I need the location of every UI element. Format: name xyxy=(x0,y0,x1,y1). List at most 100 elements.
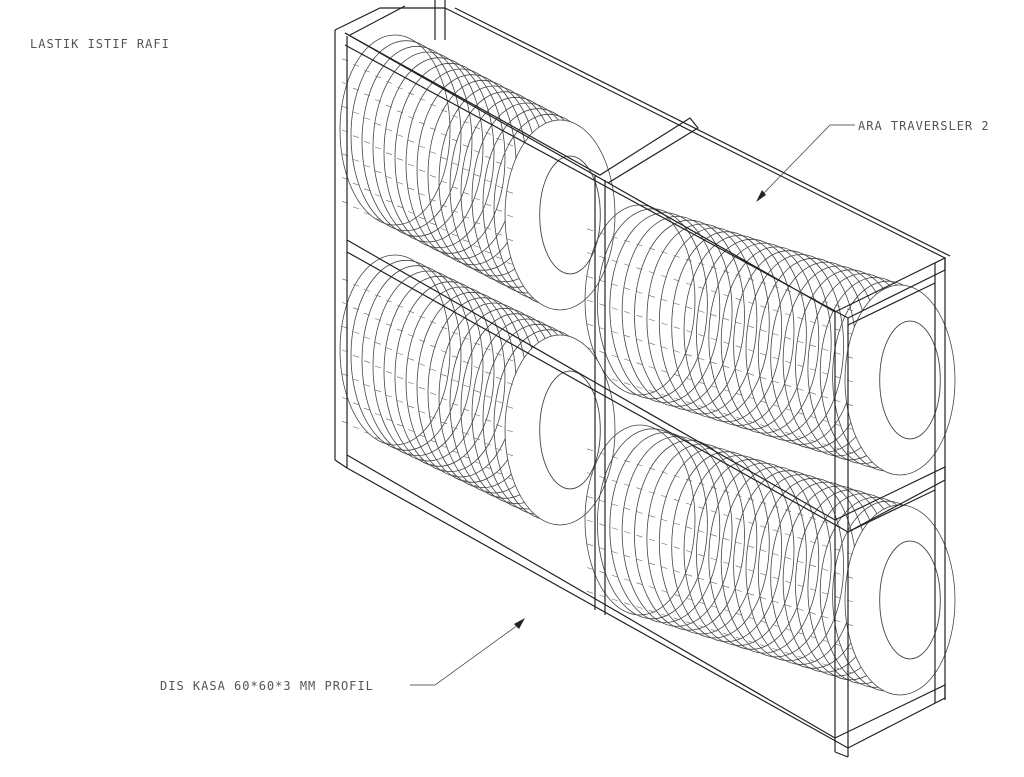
tread-mark xyxy=(648,295,655,298)
tread-mark xyxy=(760,305,767,309)
tread-mark xyxy=(495,209,503,212)
tread-mark xyxy=(822,639,829,643)
tread-mark xyxy=(747,640,755,644)
tread-mark xyxy=(834,304,841,308)
tread-mark xyxy=(735,494,742,497)
tread-mark xyxy=(809,635,816,639)
tread-mark xyxy=(363,384,371,387)
tread-mark xyxy=(698,357,705,361)
tire xyxy=(844,284,956,476)
tread-mark xyxy=(385,299,393,303)
tread-mark xyxy=(809,540,816,544)
tread-mark xyxy=(648,366,655,369)
tread-mark xyxy=(772,380,779,384)
tread-mark xyxy=(484,132,492,135)
lower-left-tires xyxy=(339,254,616,526)
tire xyxy=(683,455,795,646)
tread-mark xyxy=(723,537,730,541)
tread-mark xyxy=(429,222,437,226)
tread-mark xyxy=(407,163,415,167)
tread-mark xyxy=(418,121,426,125)
tread-mark xyxy=(506,214,514,218)
tread-mark xyxy=(723,317,730,321)
tread-mark xyxy=(407,140,415,143)
tread-mark xyxy=(809,659,816,663)
tread-mark xyxy=(363,69,371,73)
tread-mark xyxy=(451,210,459,213)
tire-rim xyxy=(879,320,941,440)
tread-mark xyxy=(429,103,437,107)
tread-mark xyxy=(385,128,393,132)
tread-mark xyxy=(809,588,816,591)
tire xyxy=(350,259,462,451)
tread-mark xyxy=(506,238,514,242)
tread-mark xyxy=(418,145,426,149)
tread-mark xyxy=(396,447,404,451)
tread-mark xyxy=(698,625,705,628)
tread-mark xyxy=(661,346,668,349)
rack-frame xyxy=(334,0,951,758)
tread-mark xyxy=(611,598,618,602)
tread-mark xyxy=(747,349,755,352)
tread-mark xyxy=(797,655,804,659)
tread-mark xyxy=(473,221,481,225)
tread-mark xyxy=(673,373,680,377)
tread-mark xyxy=(648,562,655,566)
lower-right-tires xyxy=(584,424,956,696)
tread-mark xyxy=(785,628,792,631)
tread-mark xyxy=(506,167,514,170)
tread-mark xyxy=(785,384,792,387)
tire xyxy=(584,424,696,616)
tread-mark xyxy=(822,544,829,548)
tread-mark xyxy=(396,328,404,332)
tread-mark xyxy=(440,326,448,330)
tire xyxy=(361,265,473,457)
tread-mark xyxy=(846,308,854,312)
tread-mark xyxy=(661,471,668,474)
tread-mark xyxy=(822,568,829,571)
tread-mark xyxy=(735,636,742,640)
tread-mark xyxy=(429,416,437,419)
tread-mark xyxy=(723,561,730,565)
tread-mark xyxy=(673,350,680,353)
tread-mark xyxy=(624,578,631,582)
tread-mark xyxy=(735,416,742,420)
tread-mark xyxy=(772,553,779,556)
tread-mark xyxy=(636,582,643,585)
tread-mark xyxy=(396,376,404,379)
tread-mark xyxy=(685,306,693,309)
tread-mark xyxy=(636,534,643,538)
tread-mark xyxy=(772,285,779,289)
tread-mark xyxy=(418,193,426,196)
tread-mark xyxy=(772,529,779,532)
tire-rim xyxy=(539,155,601,275)
tread-mark xyxy=(363,431,371,435)
tread-mark xyxy=(685,353,693,357)
tread-mark xyxy=(418,315,426,319)
tread-mark xyxy=(506,382,514,385)
tread-mark xyxy=(624,263,631,267)
tread-mark xyxy=(506,453,514,457)
tread-mark xyxy=(473,150,481,153)
tread-mark xyxy=(648,610,655,613)
tread-mark xyxy=(735,345,742,348)
tire xyxy=(350,40,462,232)
tread-mark xyxy=(710,290,717,293)
tread-mark xyxy=(418,387,426,390)
tread-mark xyxy=(374,365,382,369)
tread-mark xyxy=(723,609,730,612)
tread-mark xyxy=(661,495,668,498)
tread-mark xyxy=(407,187,415,191)
tread-mark xyxy=(429,368,437,372)
label-inner-beams: ARA TRAVERSLER 2 xyxy=(858,119,990,133)
tread-mark xyxy=(735,565,742,568)
tread-mark xyxy=(462,479,470,483)
tread-mark xyxy=(440,228,448,231)
tread-mark xyxy=(624,239,631,243)
tread-mark xyxy=(611,259,618,263)
tread-mark xyxy=(636,386,643,389)
tread-mark xyxy=(723,412,730,416)
tread-mark xyxy=(785,604,792,607)
tread-mark xyxy=(473,413,481,417)
tread-mark xyxy=(723,270,730,273)
